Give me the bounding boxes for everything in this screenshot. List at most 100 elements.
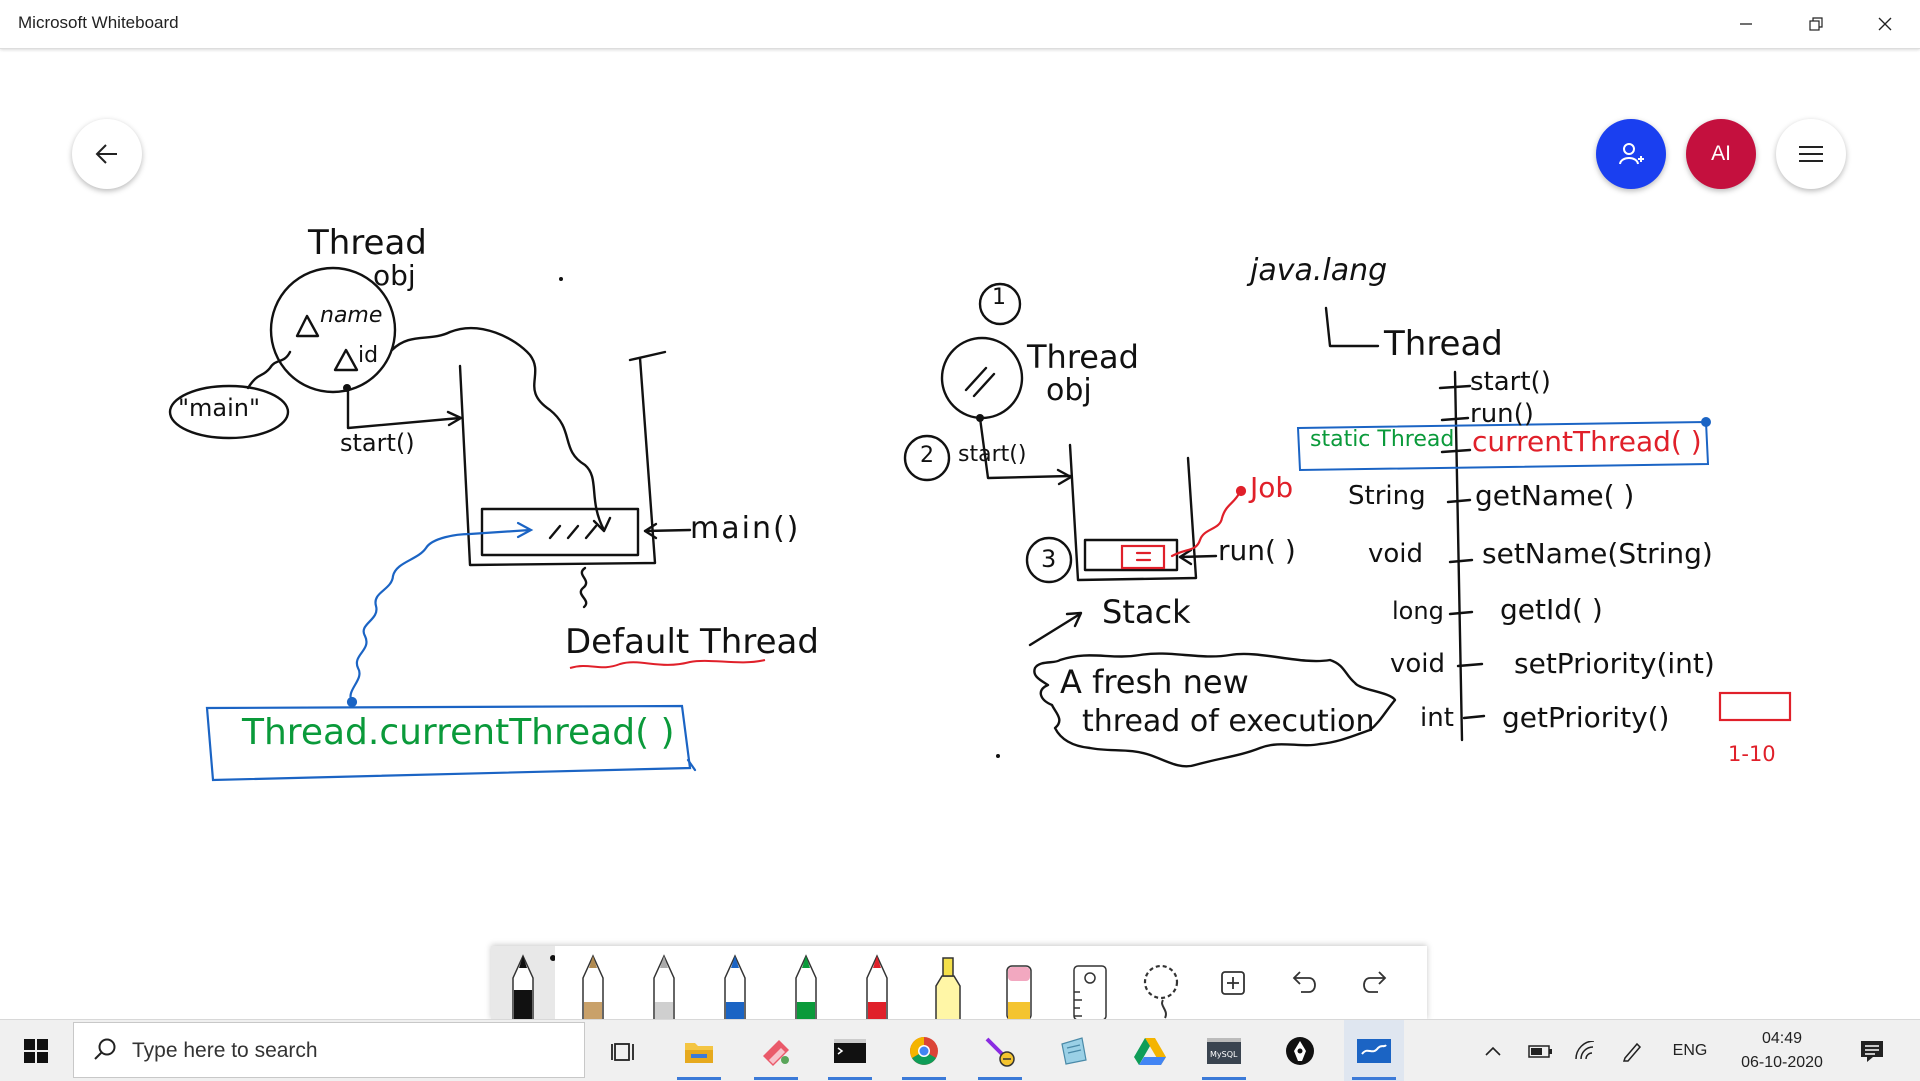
notepad-button[interactable] — [1044, 1020, 1104, 1081]
avatar-initials: AI — [1711, 142, 1731, 165]
network-button[interactable] — [1568, 1020, 1604, 1081]
app-button-2[interactable] — [970, 1020, 1030, 1081]
window-title: Microsoft Whiteboard — [18, 13, 179, 32]
file-explorer-button[interactable] — [669, 1020, 729, 1081]
right-obj-label: obj — [1046, 373, 1092, 408]
method-get-priority: getPriority() — [1502, 701, 1670, 734]
pen-workspace-button[interactable] — [1614, 1020, 1650, 1081]
google-drive-icon — [1134, 1037, 1166, 1065]
bee-app-icon — [985, 1037, 1015, 1067]
id-field-label: id — [358, 343, 379, 368]
stack-pointer-arrow — [1028, 612, 1082, 647]
start-button[interactable] — [6, 1020, 66, 1081]
id-field-triangle — [333, 348, 359, 372]
method-set-priority: setPriority(int) — [1514, 647, 1715, 680]
google-drive-button[interactable] — [1120, 1020, 1180, 1081]
right-start-label: start() — [958, 442, 1027, 467]
settings-menu-button[interactable] — [1776, 119, 1846, 189]
left-thread-obj-label: Thread — [308, 223, 427, 263]
step3-circle — [1025, 536, 1073, 584]
step1-circle — [978, 282, 1022, 326]
job-link — [1170, 490, 1242, 558]
name-field-triangle — [295, 314, 320, 338]
highlighter-icon — [935, 957, 961, 1021]
default-thread-label: Default Thread — [565, 622, 819, 662]
right-thread-object-circle — [940, 336, 1024, 420]
whiteboard-app-icon — [1357, 1038, 1391, 1063]
run-arrow — [1178, 554, 1218, 559]
red-pen-icon — [866, 954, 888, 1021]
silver-pen-tool[interactable] — [632, 946, 696, 1021]
get-name-return: String — [1348, 481, 1426, 511]
taskbar-search-box[interactable]: Type here to search — [73, 1022, 585, 1078]
connector-squiggle — [246, 350, 292, 390]
mysql-workbench-icon: MySQL — [1207, 1037, 1241, 1064]
search-icon — [94, 1038, 116, 1060]
gold-pen-tool[interactable] — [561, 946, 625, 1021]
app-button-3[interactable] — [1270, 1020, 1330, 1081]
battery-button[interactable] — [1522, 1020, 1558, 1081]
black-pen-icon — [512, 954, 556, 1021]
method-spine — [1453, 370, 1464, 742]
undo-button[interactable] — [1271, 946, 1335, 1020]
start-arrow — [346, 390, 462, 430]
step3-label: 3 — [1041, 545, 1057, 573]
invite-button[interactable] — [1596, 119, 1666, 189]
task-view-button[interactable] — [594, 1020, 654, 1081]
main-frame — [480, 507, 640, 557]
show-hidden-icons-button[interactable] — [1476, 1020, 1510, 1081]
whiteboard-taskbar-button[interactable] — [1344, 1020, 1404, 1081]
add-person-icon — [1619, 143, 1644, 165]
right-start-arrow — [978, 416, 1072, 480]
red-pen-tool[interactable] — [845, 946, 909, 1021]
highlighter-tool[interactable] — [916, 946, 980, 1021]
insert-tool[interactable] — [1200, 946, 1264, 1020]
eraser-tool[interactable] — [987, 946, 1051, 1021]
job-frame — [1120, 544, 1166, 570]
ruler-tool[interactable] — [1058, 946, 1122, 1021]
terminal-icon — [834, 1038, 866, 1063]
taskbar: Type here to search MySQL — [0, 1019, 1920, 1081]
chrome-button[interactable] — [894, 1020, 954, 1081]
green-pen-icon — [795, 954, 817, 1021]
blue-pen-icon — [724, 954, 746, 1021]
wifi-icon — [1575, 1040, 1595, 1059]
search-placeholder: Type here to search — [132, 1039, 318, 1062]
mysql-button[interactable]: MySQL — [1194, 1020, 1254, 1081]
close-button[interactable] — [1850, 0, 1920, 48]
redo-button[interactable] — [1342, 946, 1406, 1020]
chevron-up-icon — [1485, 1046, 1501, 1056]
clock[interactable]: 04:49 06-10-2020 — [1724, 1020, 1840, 1081]
main-stack — [458, 356, 657, 567]
lasso-icon — [1143, 964, 1179, 1019]
back-button[interactable] — [72, 119, 142, 189]
black-pen-tool[interactable] — [491, 946, 556, 1021]
notepad-icon — [1061, 1036, 1087, 1065]
static-thread-return: static Thread — [1310, 427, 1455, 452]
avatar[interactable]: AI — [1686, 119, 1756, 189]
language-indicator[interactable]: ENG — [1672, 1041, 1708, 1059]
minimize-button[interactable] — [1711, 0, 1781, 48]
terminal-button[interactable] — [820, 1020, 880, 1081]
action-center-button[interactable] — [1846, 1020, 1898, 1081]
get-priority-return: int — [1420, 703, 1454, 733]
blue-pen-tool[interactable] — [703, 946, 767, 1021]
right-thread-obj-label: Thread — [1027, 338, 1139, 376]
right-frame-outer — [1083, 538, 1179, 572]
thread-object-circle — [269, 266, 397, 394]
svg-text:MySQL: MySQL — [1210, 1050, 1238, 1059]
title-bar: Microsoft Whiteboard — [0, 0, 1920, 49]
main-string-ellipse — [168, 384, 290, 440]
whiteboard-canvas[interactable]: Thread obj name id "main" start() main()… — [0, 49, 1920, 1019]
redo-icon — [1363, 971, 1387, 993]
job-label: Job — [1250, 471, 1294, 504]
silver-pen-icon — [653, 954, 675, 1021]
static-method-highlight — [1296, 420, 1710, 472]
method-current-thread: currentThread( ) — [1472, 425, 1702, 458]
lasso-tool[interactable] — [1129, 946, 1193, 1020]
stack-squiggle — [579, 566, 588, 609]
restore-button[interactable] — [1781, 0, 1851, 48]
class-name-label: Thread — [1384, 324, 1503, 364]
app-button-1[interactable] — [746, 1020, 806, 1081]
green-pen-tool[interactable] — [774, 946, 838, 1021]
